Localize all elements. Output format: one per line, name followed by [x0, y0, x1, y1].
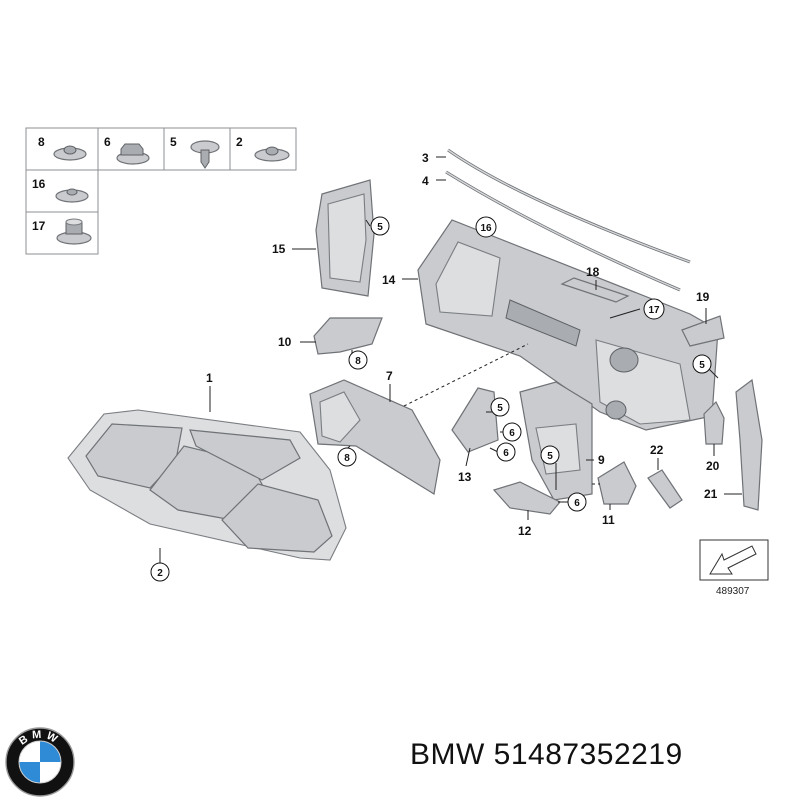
circled-callout-17: 17: [643, 298, 665, 320]
svg-text:16: 16: [480, 223, 492, 234]
fastener-label-16: 16: [32, 177, 46, 191]
reference-box: 489307: [699, 539, 769, 597]
bulkhead-firewall: [417, 219, 719, 431]
clip-22: [647, 469, 683, 509]
callout-9: 9: [598, 453, 605, 467]
svg-text:5: 5: [547, 451, 553, 462]
brand-part-number: BMW 51487352219: [410, 738, 683, 772]
strip-21: [735, 378, 763, 511]
circled-callout-8: 8: [348, 350, 368, 370]
circled-callout-8: 8: [337, 447, 357, 467]
callout-18: 18: [586, 265, 600, 279]
svg-text:6: 6: [574, 498, 580, 509]
nut-16-icon: [55, 188, 89, 203]
circled-callout-5: 5: [490, 397, 510, 417]
callout-10: 10: [278, 335, 292, 349]
circled-callout-6: 6: [496, 442, 516, 462]
circled-callouts: 2 5 5 5 5 5 6 6: [150, 216, 712, 582]
circled-callout-6: 6: [502, 422, 522, 442]
callout-22: 22: [650, 443, 664, 457]
svg-text:2: 2: [157, 568, 163, 579]
callout-12: 12: [518, 524, 532, 538]
nut-2-icon: [254, 146, 290, 162]
svg-text:5: 5: [497, 403, 503, 414]
circled-callout-6: 6: [567, 492, 587, 512]
callout-13: 13: [458, 470, 472, 484]
nut-17-icon: [56, 218, 92, 245]
callout-14: 14: [382, 273, 396, 287]
bmw-logo: BMW: [5, 727, 75, 797]
callout-1: 1: [206, 371, 213, 385]
svg-text:17: 17: [648, 305, 660, 316]
bracket-20: [703, 400, 725, 445]
circled-callout-5: 5: [370, 216, 390, 236]
svg-text:5: 5: [377, 222, 383, 233]
callout-19: 19: [696, 290, 710, 304]
fastener-table: 8 6 5 2 16 17: [25, 127, 297, 255]
svg-text:8: 8: [355, 356, 361, 367]
callout-4: 4: [422, 174, 429, 188]
insulation-13: [451, 387, 499, 453]
callout-20: 20: [706, 459, 720, 473]
bracket-10: [313, 317, 383, 355]
svg-text:6: 6: [509, 428, 515, 439]
direction-arrow-icon: [709, 545, 757, 575]
callout-7: 7: [386, 369, 393, 383]
callout-15: 15: [272, 242, 286, 256]
bracket-19: [681, 315, 725, 347]
circled-callout-16: 16: [475, 216, 497, 238]
nut-8-icon: [53, 145, 87, 161]
side-insulation-panel: [315, 179, 375, 297]
circled-callout-5: 5: [540, 445, 560, 465]
cover-strip: [560, 277, 630, 303]
part-number: 51487352219: [493, 738, 683, 771]
svg-text:8: 8: [344, 453, 350, 464]
fastener-label-2: 2: [236, 135, 243, 149]
callout-3: 3: [422, 151, 429, 165]
wheelhouse-insulation: [309, 379, 441, 495]
insulation-12: [492, 481, 561, 515]
circled-callout-2: 2: [150, 562, 170, 582]
callout-21: 21: [704, 487, 718, 501]
brand-name: BMW: [410, 738, 485, 771]
hood-insulation-mat: [67, 409, 347, 561]
circled-callout-5: 5: [692, 354, 712, 374]
plain-callouts: 1 3 4 7 9 10 11 12 13 14 15 18 19 20 21 …: [206, 151, 720, 538]
callout-11: 11: [602, 513, 615, 527]
hex-nut-6-icon: [116, 143, 150, 165]
fastener-label-5: 5: [170, 135, 177, 149]
fastener-label-8: 8: [38, 135, 45, 149]
bracket-11: [597, 461, 637, 505]
seal-strips: [445, 148, 691, 292]
svg-text:5: 5: [699, 360, 705, 371]
fastener-label-17: 17: [32, 219, 46, 233]
svg-text:6: 6: [503, 448, 509, 459]
reference-number: 489307: [716, 586, 750, 597]
clip-5-icon: [190, 140, 220, 169]
fastener-label-6: 6: [104, 135, 111, 149]
